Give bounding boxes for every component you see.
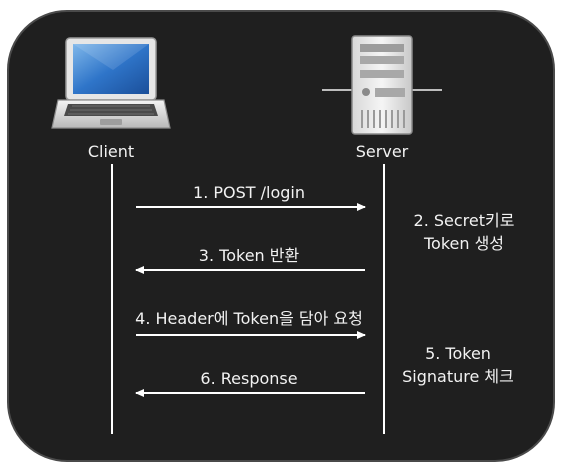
server-note-2-line2: Token 생성 [423,234,505,253]
server-icon [322,35,442,135]
server-note-2-line1: 2. Secret키로 [413,211,515,230]
message-label-3: 3. Token 반환 [198,246,300,265]
client-label: Client [87,142,135,161]
server-note-5-line1: 5. Token [425,344,491,363]
message-label-4: 4. Header에 Token을 담아 요청 [135,309,363,328]
server-note-5-line2: Signature 체크 [402,367,514,386]
message-label-1: 1. POST /login [193,183,305,202]
server-label: Server [355,142,409,161]
laptop-icon [51,37,171,129]
message-label-6: 6. Response [200,369,298,388]
